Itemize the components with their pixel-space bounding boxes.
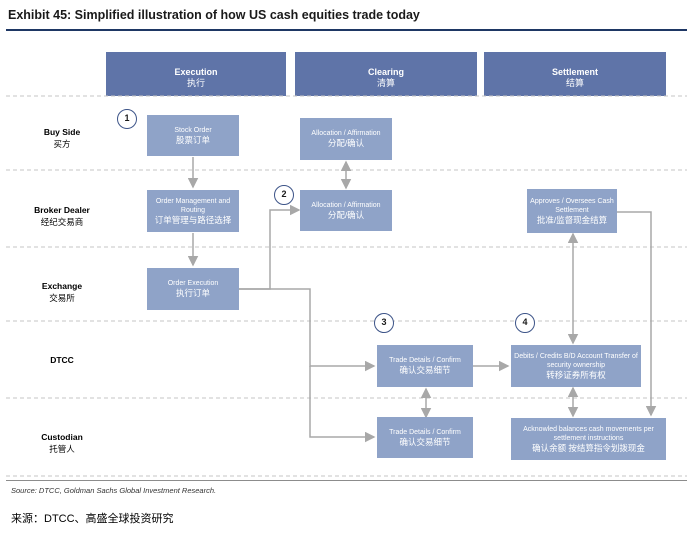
row-label-buy-side: Buy Side 买方 <box>22 126 102 150</box>
column-header-label-zh: 结算 <box>565 78 584 88</box>
row-label-text-zh: 交易所 <box>49 293 75 303</box>
box-label-zh: 分配/确认 <box>327 138 365 148</box>
step-marker-4: 4 <box>515 313 535 333</box>
acknowledge-balances-box: Acknowled balances cash movements per se… <box>511 418 666 460</box>
allocation-broker-box: Allocation / Affirmation 分配/确认 <box>300 190 392 231</box>
step-marker-1: 1 <box>117 109 137 129</box>
column-header-label: Settlement <box>551 67 598 77</box>
box-label-zh: 执行订单 <box>175 288 210 298</box>
order-management-box: Order Management and Routing 订单管理与路径选择 <box>147 190 239 232</box>
box-label: Acknowled balances cash movements per se… <box>523 425 654 442</box>
row-label-text: Buy Side <box>43 127 81 137</box>
step-marker-2: 2 <box>274 185 294 205</box>
box-label-zh: 转移证券所有权 <box>546 369 606 380</box>
box-label-zh: 批准/监督现金结算 <box>536 214 608 225</box>
column-header-execution: Execution 执行 <box>106 52 286 96</box>
row-label-dtcc: DTCC <box>22 354 102 366</box>
trade-details-dtcc-box: Trade Details / Confirm 确认交易细节 <box>377 345 473 387</box>
box-label: Allocation / Affirmation <box>311 201 381 209</box>
source-note: Source: DTCC, Goldman Sachs Global Inves… <box>11 486 217 495</box>
row-label-exchange: Exchange 交易所 <box>22 280 102 304</box>
trade-details-custodian-box: Trade Details / Confirm 确认交易细节 <box>377 417 473 458</box>
column-header-settlement: Settlement 结算 <box>484 52 666 96</box>
order-execution-box: Order Execution 执行订单 <box>147 268 239 310</box>
box-label: Order Execution <box>167 280 219 287</box>
step-marker-3: 3 <box>374 313 394 333</box>
row-label-broker-dealer: Broker Dealer 经纪交易商 <box>22 204 102 228</box>
top-rule <box>6 29 687 31</box>
column-header-clearing: Clearing 清算 <box>295 52 477 96</box>
arrow-execution-to-allocation <box>239 204 301 290</box>
row-label-text: Exchange <box>41 281 83 291</box>
row-label-text: Broker Dealer <box>34 205 90 215</box>
box-label-zh: 确认余额 按结算指令划拨现金 <box>532 442 645 453</box>
arrow-execution-to-dtcc <box>239 288 376 372</box>
box-label-zh: 订单管理与路径选择 <box>154 214 232 225</box>
box-label-zh: 确认交易细节 <box>399 365 451 375</box>
box-label: Approves / Oversees Cash Settlement <box>530 197 614 214</box>
debits-credits-box: Debits / Credits B/D Account Transfer of… <box>511 345 641 387</box>
arrow-approves-to-acknowledge <box>617 211 657 417</box>
row-label-text-zh: 买方 <box>53 139 71 149</box>
box-label: Trade Details / Confirm <box>389 428 461 436</box>
row-label-text: Custodian <box>41 432 83 442</box>
exhibit-title: Exhibit 45: Simplified illustration of h… <box>8 8 420 22</box>
allocation-buyside-box: Allocation / Affirmation 分配/确认 <box>300 118 392 160</box>
arrow-execution-to-custodian <box>309 366 376 443</box>
box-label-zh: 股票订单 <box>175 134 210 145</box>
box-label: Stock Order <box>174 126 212 134</box>
box-label: Order Management and Routing <box>155 197 231 214</box>
box-label: Allocation / Affirmation <box>311 130 381 137</box>
row-label-text-zh: 经纪交易商 <box>40 217 84 227</box>
stock-order-box: Stock Order 股票订单 <box>147 115 239 156</box>
approves-oversees-box: Approves / Oversees Cash Settlement 批准/监… <box>527 189 617 233</box>
column-header-label-zh: 清算 <box>376 78 395 88</box>
column-header-label: Clearing <box>367 67 404 77</box>
box-label-zh: 确认交易细节 <box>399 436 451 447</box>
box-label: Debits / Credits B/D Account Transfer of… <box>514 352 638 369</box>
row-label-custodian: Custodian 托管人 <box>22 431 102 455</box>
footer-note: 来源：DTCC、高盛全球投资研究 <box>11 513 174 525</box>
column-header-label: Execution <box>174 67 218 77</box>
bottom-rule <box>6 480 687 481</box>
box-label: Trade Details / Confirm <box>389 357 461 364</box>
column-header-label-zh: 执行 <box>186 78 205 88</box>
row-label-text: DTCC <box>50 355 74 365</box>
box-label-zh: 分配/确认 <box>327 209 365 220</box>
row-label-text-zh: 托管人 <box>49 444 75 454</box>
